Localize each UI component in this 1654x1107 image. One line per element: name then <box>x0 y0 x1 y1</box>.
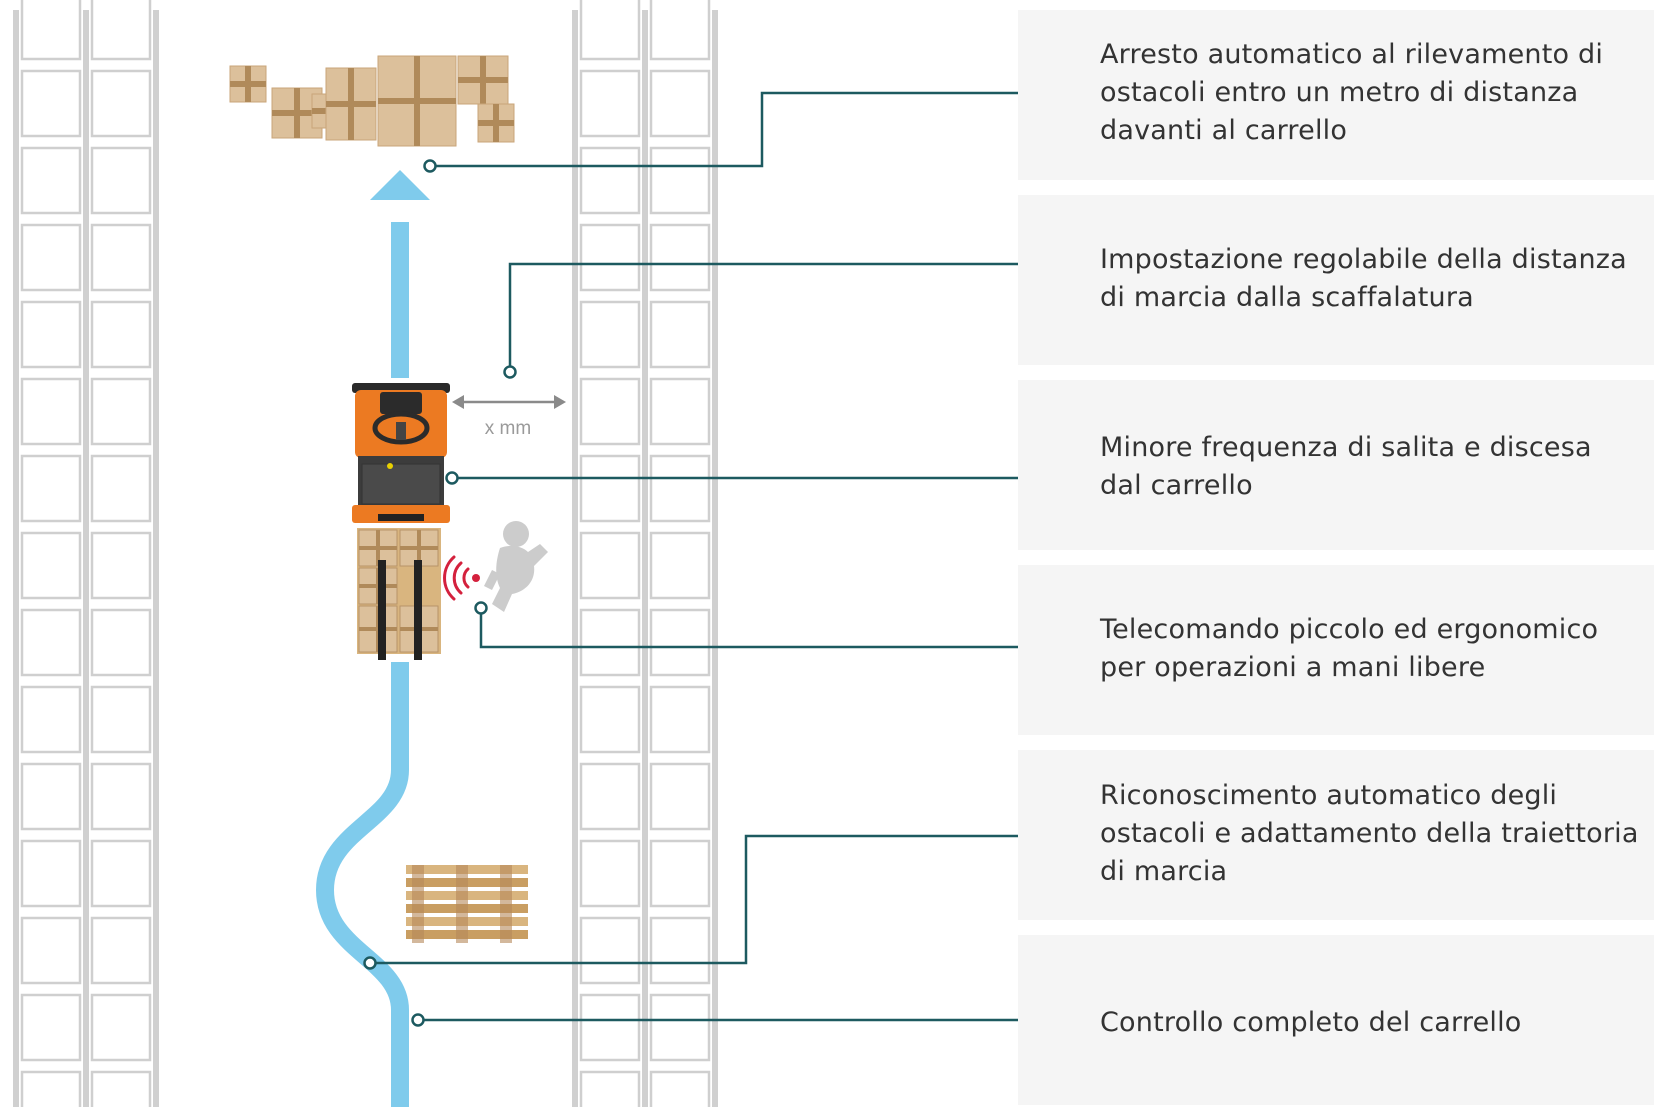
feature-text-obstacle-stop: Arresto automatico al rilevamento di ost… <box>1100 39 1604 146</box>
feature-text-path-adaptation: Riconoscimento automatico degli ostacoli… <box>1100 780 1639 887</box>
operator-person-icon <box>484 521 548 612</box>
feature-text-less-climbing: Minore frequenza di salita e discesa dal… <box>1100 432 1592 501</box>
feature-text-remote-control: Telecomando piccolo ed ergonomico per op… <box>1100 614 1599 683</box>
distance-label: x mm <box>485 418 531 439</box>
cargo-boxes-icon <box>229 55 515 147</box>
rack-column <box>572 0 718 1107</box>
feature-box-obstacle-stop <box>1018 10 1654 180</box>
feature-box-full-control <box>1018 935 1654 1105</box>
distance-arrow-right <box>554 395 566 409</box>
fork-left <box>378 560 386 660</box>
leader-lines <box>363 91 1052 1027</box>
rack-icon <box>13 0 718 1107</box>
feature-box-path-adaptation <box>1018 750 1654 920</box>
leader-less-climbing <box>445 471 1052 485</box>
indicator-light <box>387 463 393 469</box>
truck-rear-bar <box>378 514 424 521</box>
platform-mat <box>361 463 441 505</box>
steering-wheel <box>372 411 430 445</box>
cargo-box <box>229 65 267 103</box>
fork-right <box>414 560 422 660</box>
path-arrow-icon <box>316 170 430 1107</box>
feature-text-full-control: Controllo completo del carrello <box>1100 1007 1522 1038</box>
wireless-signal-icon <box>443 555 480 601</box>
leader-full-control <box>411 1013 1052 1027</box>
distance-arrow-left <box>452 395 464 409</box>
feature-box-rack-distance <box>1018 195 1654 365</box>
leader-obstacle-stop <box>423 91 1052 173</box>
truck-hood <box>380 392 422 414</box>
rack-column <box>13 0 159 1107</box>
cargo-box <box>377 55 457 147</box>
cargo-box <box>477 103 515 143</box>
distance-indicator: x mm <box>452 395 566 439</box>
cargo-box <box>325 67 377 141</box>
feature-box-less-climbing <box>1018 380 1654 550</box>
feature-text-rack-distance: Impostazione regolabile della distanza d… <box>1100 244 1627 313</box>
travel-path-bottom <box>316 662 409 1107</box>
forklift-truck-icon <box>352 383 450 660</box>
travel-arrow-head <box>370 170 430 200</box>
leader-rack-distance <box>503 262 1052 379</box>
leader-remote-control <box>474 601 1052 649</box>
pallet-icon <box>406 865 528 943</box>
feature-box-remote-control <box>1018 565 1654 735</box>
leader-path-adaptation <box>363 834 1052 970</box>
steering-column <box>396 422 406 440</box>
cargo-box <box>457 55 509 105</box>
